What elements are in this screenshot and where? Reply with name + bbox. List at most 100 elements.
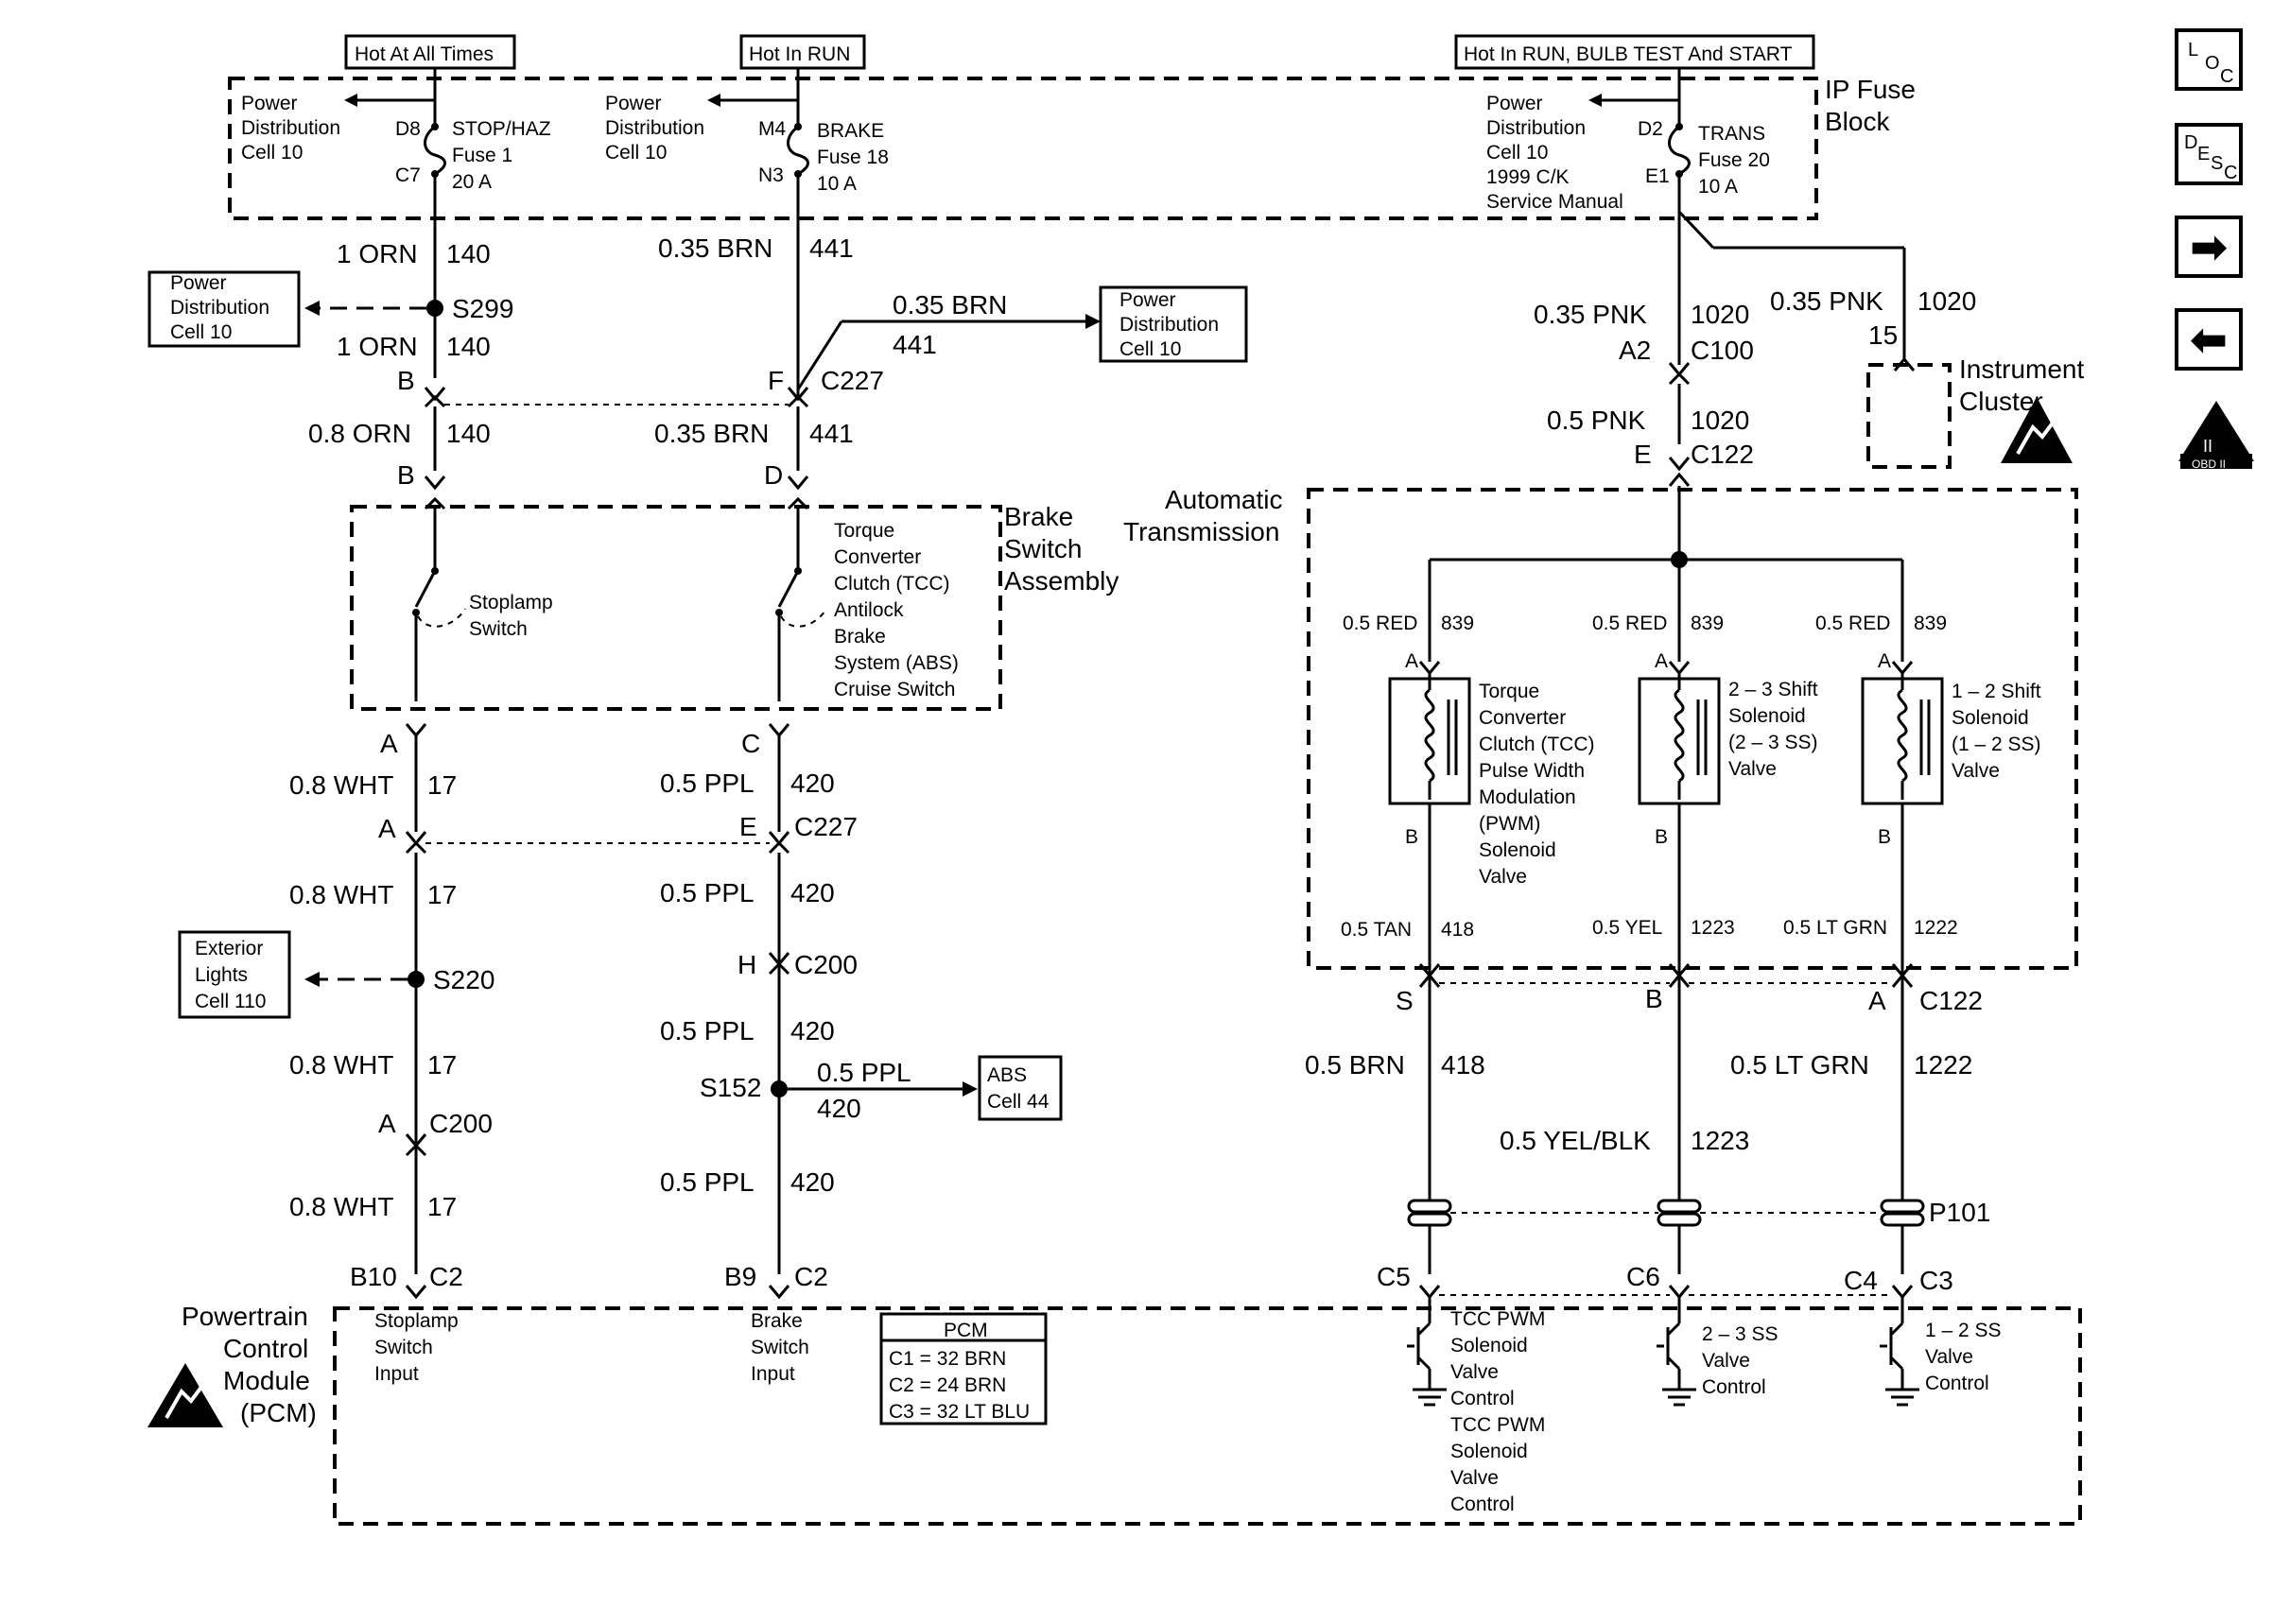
label-transmission-title2: Transmission — [1123, 517, 1279, 546]
pcm-connector-table: PCM C1 = 32 BRN C2 = 24 BRN C3 = 32 LT B… — [879, 1312, 1048, 1425]
label-offpage-ext_line3: Cell 110 — [195, 991, 267, 1012]
label-wires-c441: 441 — [809, 233, 854, 263]
loc-letter-c: C — [2220, 66, 2234, 87]
label-transmission-sol1-1: Converter — [1479, 707, 1566, 729]
label-transmission-sol1-2: Clutch (TCC) — [1479, 734, 1595, 755]
label-wires-red05: 0.5 RED — [1343, 613, 1417, 634]
label-wires-ppl05: 0.5 PPL — [660, 769, 755, 798]
label-brake_switch-tcc3: Clutch (TCC) — [834, 573, 950, 595]
label-connectors-c200: C200 — [794, 950, 858, 979]
label-fuse_block-pdc_line2: Distribution — [241, 117, 340, 139]
label-wires-c140: 140 — [446, 239, 491, 268]
label-connectors-c5: C5 — [1377, 1262, 1411, 1291]
label-wires-c1222: 1222 — [1914, 1050, 1972, 1080]
label-pcm-ss23_ctrl-2: Control — [1702, 1376, 1766, 1398]
label-brake_switch-title2: Switch — [1004, 534, 1082, 563]
label-pins-a: A — [1655, 650, 1668, 672]
label-nav-obd_mark: II — [2203, 437, 2212, 456]
label-connectors-c227: C227 — [821, 366, 884, 395]
splice-s299: S299 — [452, 294, 513, 323]
solenoid-2-3-shift: 0.5 RED 839 A B 2 – 3 Shift Solenoid (2 … — [1592, 565, 1818, 1059]
loc-letter-l: L — [2188, 40, 2199, 60]
label-transmission-sol2-0: 2 – 3 Shift — [1728, 679, 1818, 700]
label-pins-a: A — [378, 1109, 396, 1138]
offpage-exterior-lights — [178, 930, 291, 1019]
label-wires-wht08: 0.8 WHT — [289, 1192, 393, 1221]
label-wires-ppl05: 0.5 PPL — [660, 1016, 755, 1045]
label-wires-c1223: 1223 — [1691, 1126, 1749, 1155]
label-wires-tan05: 0.5 TAN — [1341, 919, 1412, 941]
label-fuse_block-f1-top_pin: D8 — [395, 118, 421, 140]
label-wires-brn035: 0.35 BRN — [893, 290, 1007, 320]
label-pcm-tcc_ctrl-0: TCC PWM — [1450, 1308, 1545, 1330]
label-offpage-pdc_line1: Power — [1119, 289, 1176, 311]
label-transmission-sol1-6: Solenoid — [1479, 839, 1556, 861]
label-wires-pnk035: 0.35 PNK — [1770, 286, 1883, 316]
splice-p101: P101 — [1929, 1198, 1990, 1227]
label-transmission-sol2-3: Valve — [1728, 758, 1777, 780]
offpage-pdc-cell10-mid — [1099, 285, 1248, 363]
label-fuse_block-pdc_line3: Cell 10 — [1486, 142, 1548, 164]
label-pcm-ss23_ctrl-0: 2 – 3 SS — [1702, 1323, 1778, 1345]
label-brake_switch-title3: Assembly — [1004, 566, 1119, 596]
label-wires-c420: 420 — [790, 878, 835, 907]
label-offpage-abs_line2: Cell 44 — [987, 1091, 1050, 1113]
label-pins-a: A — [380, 729, 398, 758]
tcc-abs-cruise-switch: Torque Converter Clutch (TCC) Antilock B… — [775, 510, 959, 701]
label-brake_switch-stop2: Switch — [469, 618, 528, 640]
label-pcm-tcc_ctrl-5: Solenoid — [1450, 1441, 1528, 1462]
arrow-left-icon: ⬅ — [2190, 315, 2228, 364]
fuse-trans: Power Distribution Cell 10 1999 C/K Serv… — [1486, 68, 1770, 365]
label-offpage-pdc_line3: Cell 10 — [1119, 338, 1181, 360]
label-offpage-ext_line1: Exterior — [195, 938, 263, 959]
label-pins-b10: B10 — [350, 1262, 397, 1291]
label-wires-ppl05: 0.5 PPL — [660, 1167, 755, 1197]
label-fuse_block-pdc_line2: Distribution — [1486, 117, 1586, 139]
label-wires-ppl05: 0.5 PPL — [817, 1058, 911, 1087]
label-cluster-line2: Cluster — [1959, 387, 2043, 416]
header-hot-at-all-times: Hot At All Times — [344, 34, 516, 70]
ip-fuse-block-outline — [228, 77, 1818, 220]
fuse-brake: Power Distribution Cell 10 M4 N3 BRAKE F… — [605, 68, 889, 397]
label-wires-ppl05: 0.5 PPL — [660, 878, 755, 907]
label-wires-c140: 140 — [446, 332, 491, 361]
desc-letter-d: D — [2184, 132, 2198, 153]
desc-button[interactable]: D E S C — [2175, 123, 2243, 185]
label-wires-c418: 418 — [1441, 1050, 1485, 1080]
label-fuse_block-f3-fuse: Fuse 20 — [1698, 149, 1770, 171]
label-fuse_block-pdc_line1: Power — [605, 93, 662, 114]
label-transmission-sol1-7: Valve — [1479, 866, 1527, 888]
ss23-driver: 2 – 3 SS Valve Control — [1657, 1297, 1778, 1407]
label-wires-c420: 420 — [790, 1016, 835, 1045]
label-transmission-sol2-1: Solenoid — [1728, 705, 1806, 727]
label-transmission-sol3-2: (1 – 2 SS) — [1952, 734, 2041, 755]
label-pins-c: C — [741, 729, 760, 758]
label-pcm-table_title: PCM — [944, 1320, 988, 1341]
label-pins-a: A — [1878, 650, 1891, 672]
label-pcm-ss12_ctrl-0: 1 – 2 SS — [1925, 1320, 2002, 1341]
label-fuse_block-f1-name: STOP/HAZ — [452, 118, 551, 140]
label-wires-c1223: 1223 — [1691, 917, 1735, 939]
label-connectors-c227: C227 — [794, 812, 858, 841]
label-pins-b: B — [1645, 984, 1663, 1013]
label-wires-c839: 839 — [1914, 613, 1947, 634]
label-wires-c839: 839 — [1691, 613, 1724, 634]
circuit-420: C 0.5 PPL 420 E C227 0.5 PPL 420 H C200 … — [660, 723, 978, 1300]
label-brake_switch-tcc1: Torque — [834, 520, 894, 542]
loc-button[interactable]: L O C — [2175, 28, 2243, 91]
previous-page-button[interactable]: ⬅ — [2175, 308, 2243, 371]
label-brake_switch-tcc2: Converter — [834, 546, 921, 568]
next-page-button[interactable]: ➡ — [2175, 216, 2243, 278]
label-wires-red05: 0.5 RED — [1815, 613, 1890, 634]
label-transmission-sol3-1: Solenoid — [1952, 707, 2029, 729]
label-fuse_block-f2-rating: 10 A — [817, 173, 857, 195]
offpage-abs-cell44 — [978, 1055, 1063, 1121]
loc-letter-o: O — [2205, 53, 2220, 74]
pcm-outline — [333, 1306, 2082, 1526]
label-offpage-pdc_line2: Distribution — [170, 297, 269, 319]
label-pins-p15: 15 — [1868, 320, 1898, 350]
label-pins-b: B — [1405, 826, 1418, 848]
label-pcm-table_rows-0: C1 = 32 BRN — [889, 1348, 1006, 1370]
label-wires-c1020: 1020 — [1691, 406, 1749, 435]
